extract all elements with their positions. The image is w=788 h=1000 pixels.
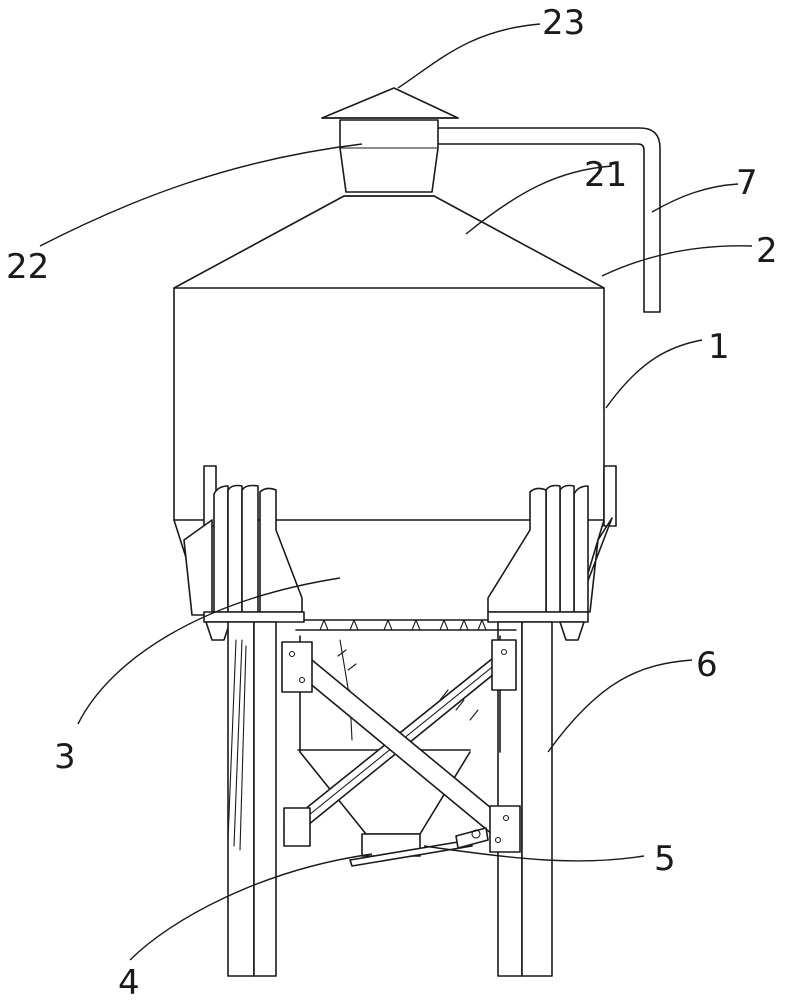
label-6: 6 [696,645,718,685]
leader-lines [39,23,753,961]
feed-inlet [339,119,439,197]
label-3: 3 [54,737,76,777]
left-clamp [183,465,305,641]
label-21: 21 [584,155,627,195]
cross-braces [281,639,521,853]
label-2: 2 [756,231,778,271]
label-1: 1 [708,327,730,367]
label-4: 4 [118,963,140,1000]
discharge-valve [349,827,489,867]
label-7: 7 [736,163,758,203]
roof-cap [321,87,459,119]
support-legs [227,621,553,977]
conical-roof [173,195,605,289]
reference-labels: 23 22 21 7 2 1 6 3 5 4 [6,3,778,1000]
label-23: 23 [542,3,585,43]
label-22: 22 [6,247,49,287]
vent-pipe [437,127,661,313]
right-clamp [487,465,617,641]
label-5: 5 [654,839,676,879]
